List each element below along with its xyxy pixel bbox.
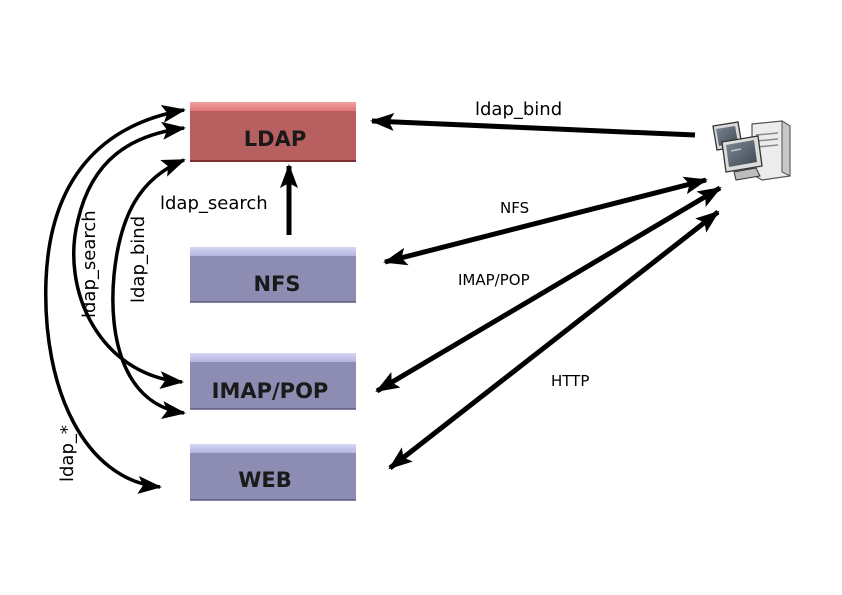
edge-ldap-search-nfs: ldap_search: [160, 164, 298, 235]
web-box: WEB: [190, 444, 356, 501]
web-box-body: [190, 453, 356, 500]
edge-ldap-star-label: ldap_*: [57, 425, 78, 482]
edge-http: HTTP: [388, 210, 720, 470]
web-label: WEB: [238, 468, 292, 492]
edge-ldap-bind: ldap_bind: [370, 99, 696, 138]
imap-pop-label: IMAP/POP: [212, 379, 329, 403]
edge-http-label: HTTP: [551, 372, 589, 390]
ldap-box-top: [190, 102, 356, 111]
edge-ldap-search-left-label: ldap_search: [79, 210, 100, 318]
edge-ldap-bind-left-label: ldap_bind: [128, 216, 149, 303]
nfs-box: NFS: [190, 247, 356, 303]
edge-imap-pop-label: IMAP/POP: [458, 271, 530, 289]
imap-pop-box: IMAP/POP: [190, 353, 356, 410]
nfs-box-top: [190, 247, 356, 256]
imap-pop-box-top: [190, 353, 356, 362]
ldap-label: LDAP: [244, 127, 306, 151]
edge-ldap-search-nfs-label: ldap_search: [160, 193, 268, 214]
edge-ldap-bind-label: ldap_bind: [475, 99, 562, 120]
web-box-top: [190, 444, 356, 453]
edge-ldap-star: ldap_*: [44, 105, 186, 494]
edge-nfs: NFS: [383, 176, 708, 266]
ldap-box: LDAP: [190, 102, 356, 162]
imap-pop-box-body: [190, 362, 356, 409]
nfs-label: NFS: [253, 272, 300, 296]
nfs-box-body: [190, 256, 356, 302]
computer-icon: [712, 120, 791, 181]
edge-nfs-label: NFS: [500, 199, 529, 217]
ldap-box-body: [190, 111, 356, 161]
